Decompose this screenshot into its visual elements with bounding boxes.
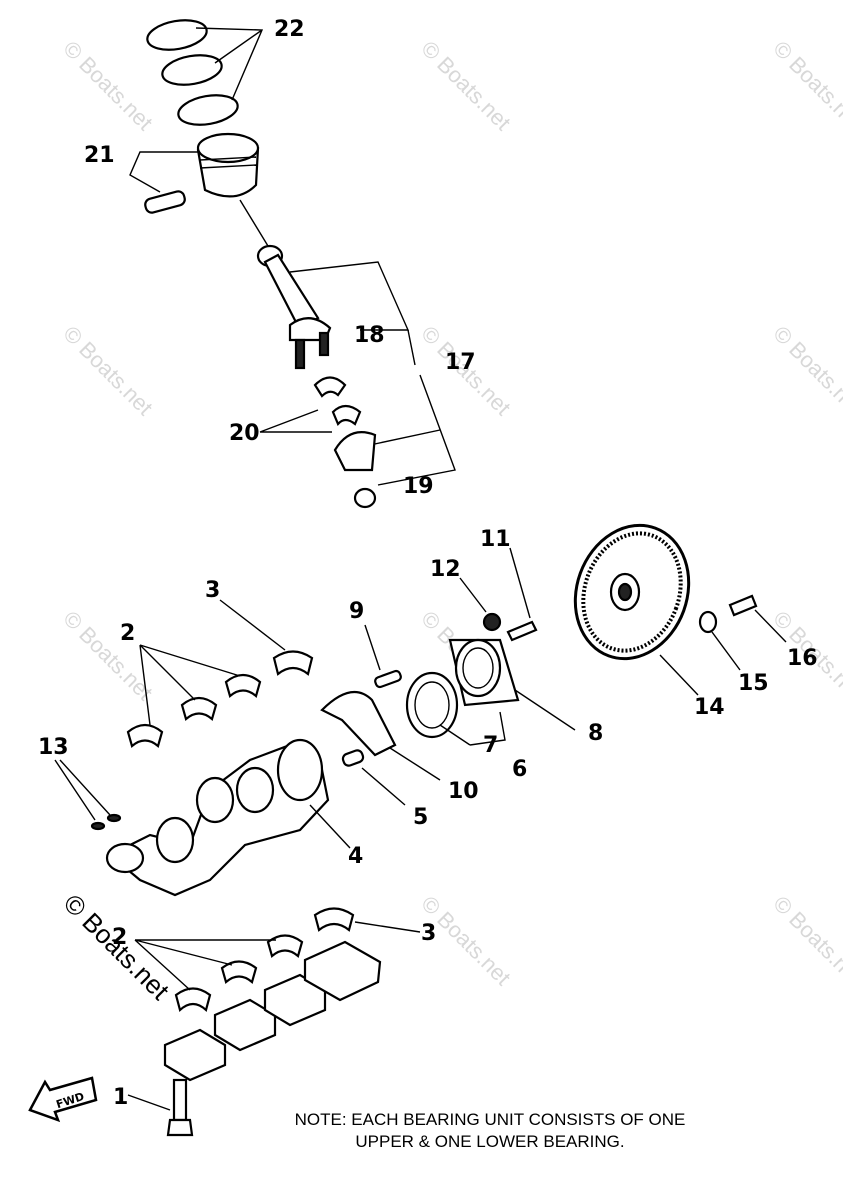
watermark: © Boats.net xyxy=(58,36,157,135)
flywheel xyxy=(573,523,691,661)
crankshaft xyxy=(105,738,330,897)
callout-14: 14 xyxy=(694,695,725,720)
note-line-1: NOTE: EACH BEARING UNIT CONSISTS OF ONE xyxy=(294,1110,686,1129)
main-bearings-upper xyxy=(126,650,314,748)
piston xyxy=(144,132,260,214)
note-line-2: UPPER & ONE LOWER BEARING. xyxy=(355,1132,625,1151)
main-cap-bolt xyxy=(166,1078,194,1137)
watermark: © Boats.net xyxy=(768,321,843,420)
callout-20: 20 xyxy=(229,421,260,446)
callout-15: 15 xyxy=(738,671,769,696)
callout-16: 16 xyxy=(787,646,818,671)
callout-3-upper: 3 xyxy=(205,578,220,603)
callout-21: 21 xyxy=(84,143,115,168)
forward-arrow-icon: FWD xyxy=(28,1076,98,1123)
callout-3-lower: 3 xyxy=(421,921,436,946)
callout-7: 7 xyxy=(483,733,498,758)
callout-18: 18 xyxy=(354,323,385,348)
watermark: © Boats.net xyxy=(58,321,157,420)
callout-12: 12 xyxy=(430,557,461,582)
callout-10: 10 xyxy=(448,779,479,804)
callout-numbers: 1 2 2 3 3 4 5 6 7 8 9 10 11 12 13 14 15 … xyxy=(38,17,818,1110)
watermark: © Boats.net xyxy=(58,606,157,705)
flywheel-bolt xyxy=(728,594,758,617)
seal-housing xyxy=(448,638,520,707)
rod-bearings xyxy=(313,376,362,427)
callout-1: 1 xyxy=(113,1085,128,1110)
callout-9: 9 xyxy=(349,599,364,624)
main-bearing-caps xyxy=(163,940,382,1082)
callout-6: 6 xyxy=(512,757,527,782)
callout-19: 19 xyxy=(403,474,434,499)
rod-cap xyxy=(333,431,377,472)
callout-2-lower: 2 xyxy=(112,925,127,950)
callout-2-upper: 2 xyxy=(120,621,135,646)
rod-nut xyxy=(353,487,377,509)
callout-13: 13 xyxy=(38,735,69,760)
callout-17: 17 xyxy=(445,350,476,375)
watermark: © Boats.net xyxy=(768,36,843,135)
seal-plate xyxy=(320,690,397,757)
watermark: © Boats.net xyxy=(768,891,843,990)
callout-4: 4 xyxy=(348,844,363,869)
watermark: © Boats.net xyxy=(416,36,515,135)
callout-22: 22 xyxy=(274,17,305,42)
connecting-rod xyxy=(256,244,332,370)
piston-rings xyxy=(146,19,239,126)
dowel-pin xyxy=(341,749,365,767)
main-bearings-lower xyxy=(174,907,355,1013)
washer xyxy=(698,610,718,634)
callout-5: 5 xyxy=(413,805,428,830)
callout-8: 8 xyxy=(588,721,603,746)
callout-11: 11 xyxy=(480,527,511,552)
